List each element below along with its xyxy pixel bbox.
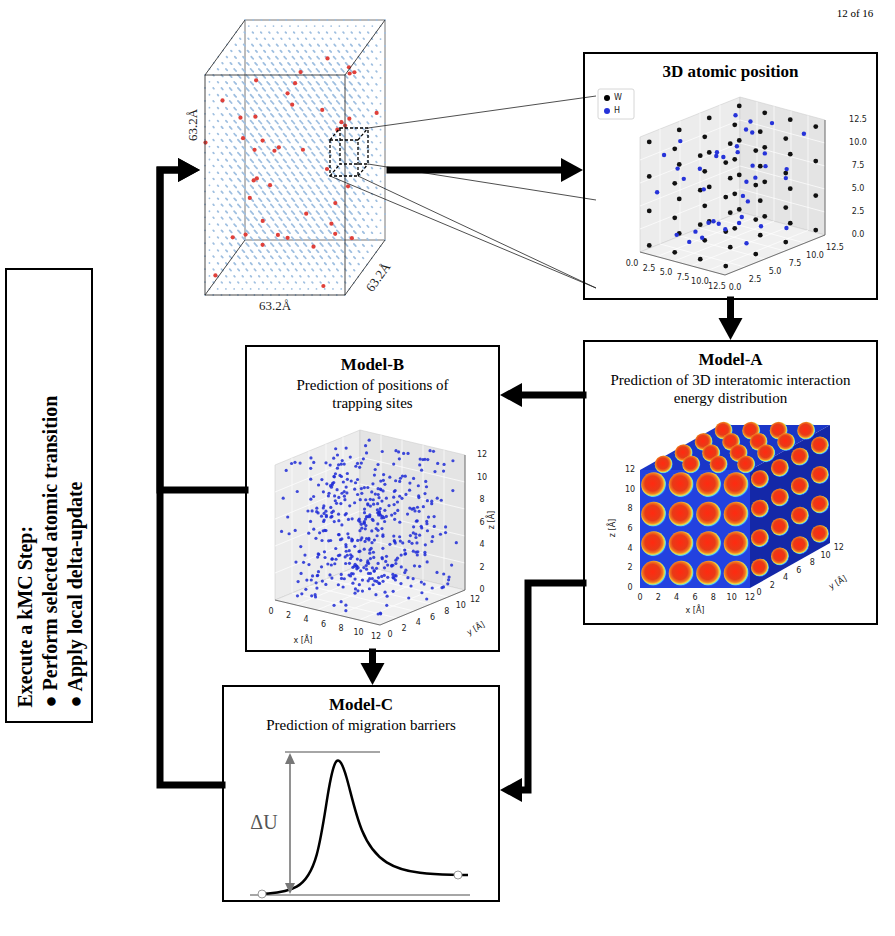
page: 63.2Å63.2Å63.2Å3D atomic positionExecute…	[0, 0, 895, 936]
